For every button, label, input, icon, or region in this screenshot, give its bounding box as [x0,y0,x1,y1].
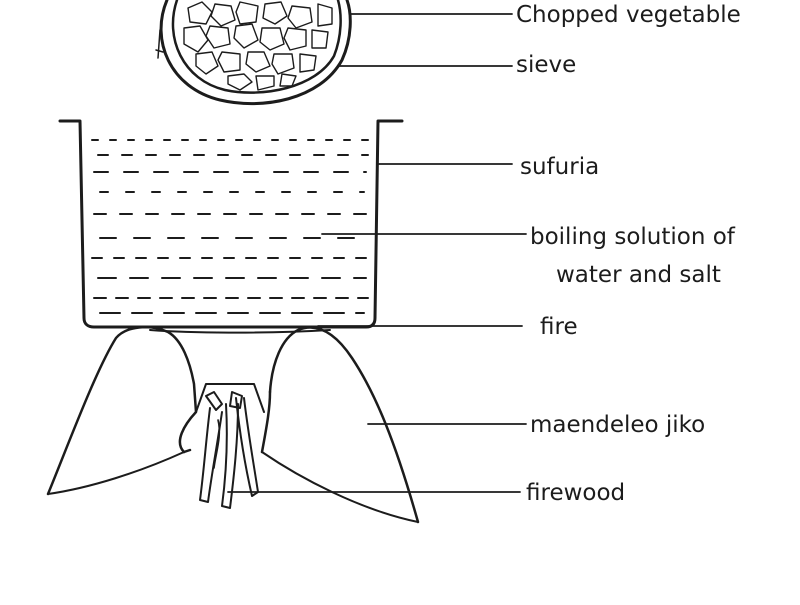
fire [149,329,331,334]
sieve [155,0,352,106]
firewood [199,391,259,509]
label-sieve: sieve [516,52,576,78]
label-firewood: firewood [526,480,625,506]
label-chopped-vegetable: Chopped vegetable [516,2,741,28]
label-fire: fire [540,314,578,340]
maendeleo-jiko [46,325,420,524]
boiling-solution [91,139,371,314]
label-boiling-solution-line1: boiling solution of [530,224,736,250]
chopped-vegetable [183,1,333,91]
sufuria [58,119,404,329]
label-boiling-solution-line2: water and salt [556,262,721,288]
label-sufuria: sufuria [520,154,599,180]
label-maendeleo-jiko: maendeleo jiko [530,412,705,438]
leader-lines [227,13,527,493]
